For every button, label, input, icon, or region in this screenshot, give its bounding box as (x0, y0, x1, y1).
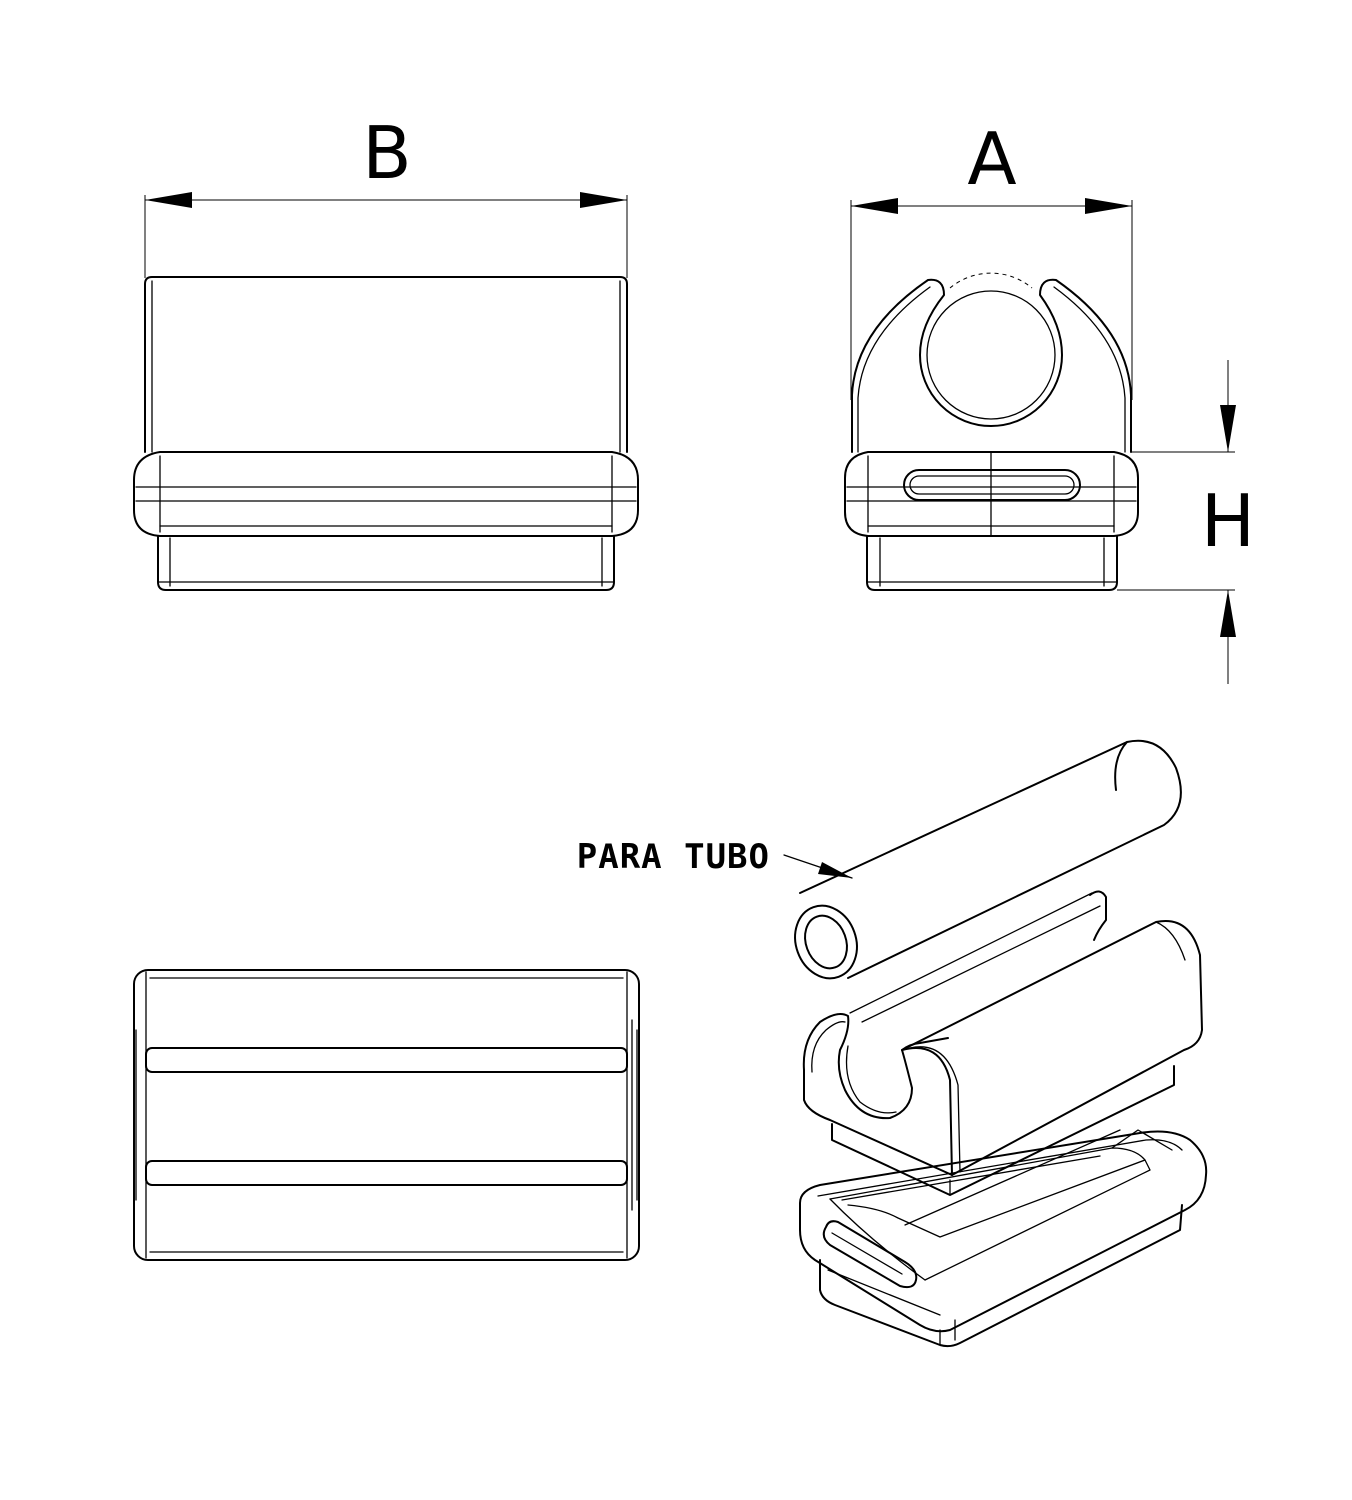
para-tubo-label: PARA TUBO (577, 837, 770, 877)
dimension-b-label: B (362, 111, 411, 195)
dimension-a: A (850, 117, 1133, 400)
exploded-isometric-view: PARA TUBO (577, 739, 1208, 1348)
dimension-h-label: H (1201, 479, 1255, 563)
front-view: B (133, 111, 639, 591)
para-tubo-callout: PARA TUBO (577, 837, 853, 879)
dimension-h: H (1117, 360, 1255, 684)
base-tray (799, 1129, 1208, 1348)
saddle-clip (802, 890, 1203, 1196)
tube (794, 739, 1182, 980)
dimension-b: B (144, 111, 628, 278)
top-view (133, 969, 640, 1261)
side-view: A H (844, 117, 1255, 684)
dimension-a-label: A (967, 117, 1016, 201)
